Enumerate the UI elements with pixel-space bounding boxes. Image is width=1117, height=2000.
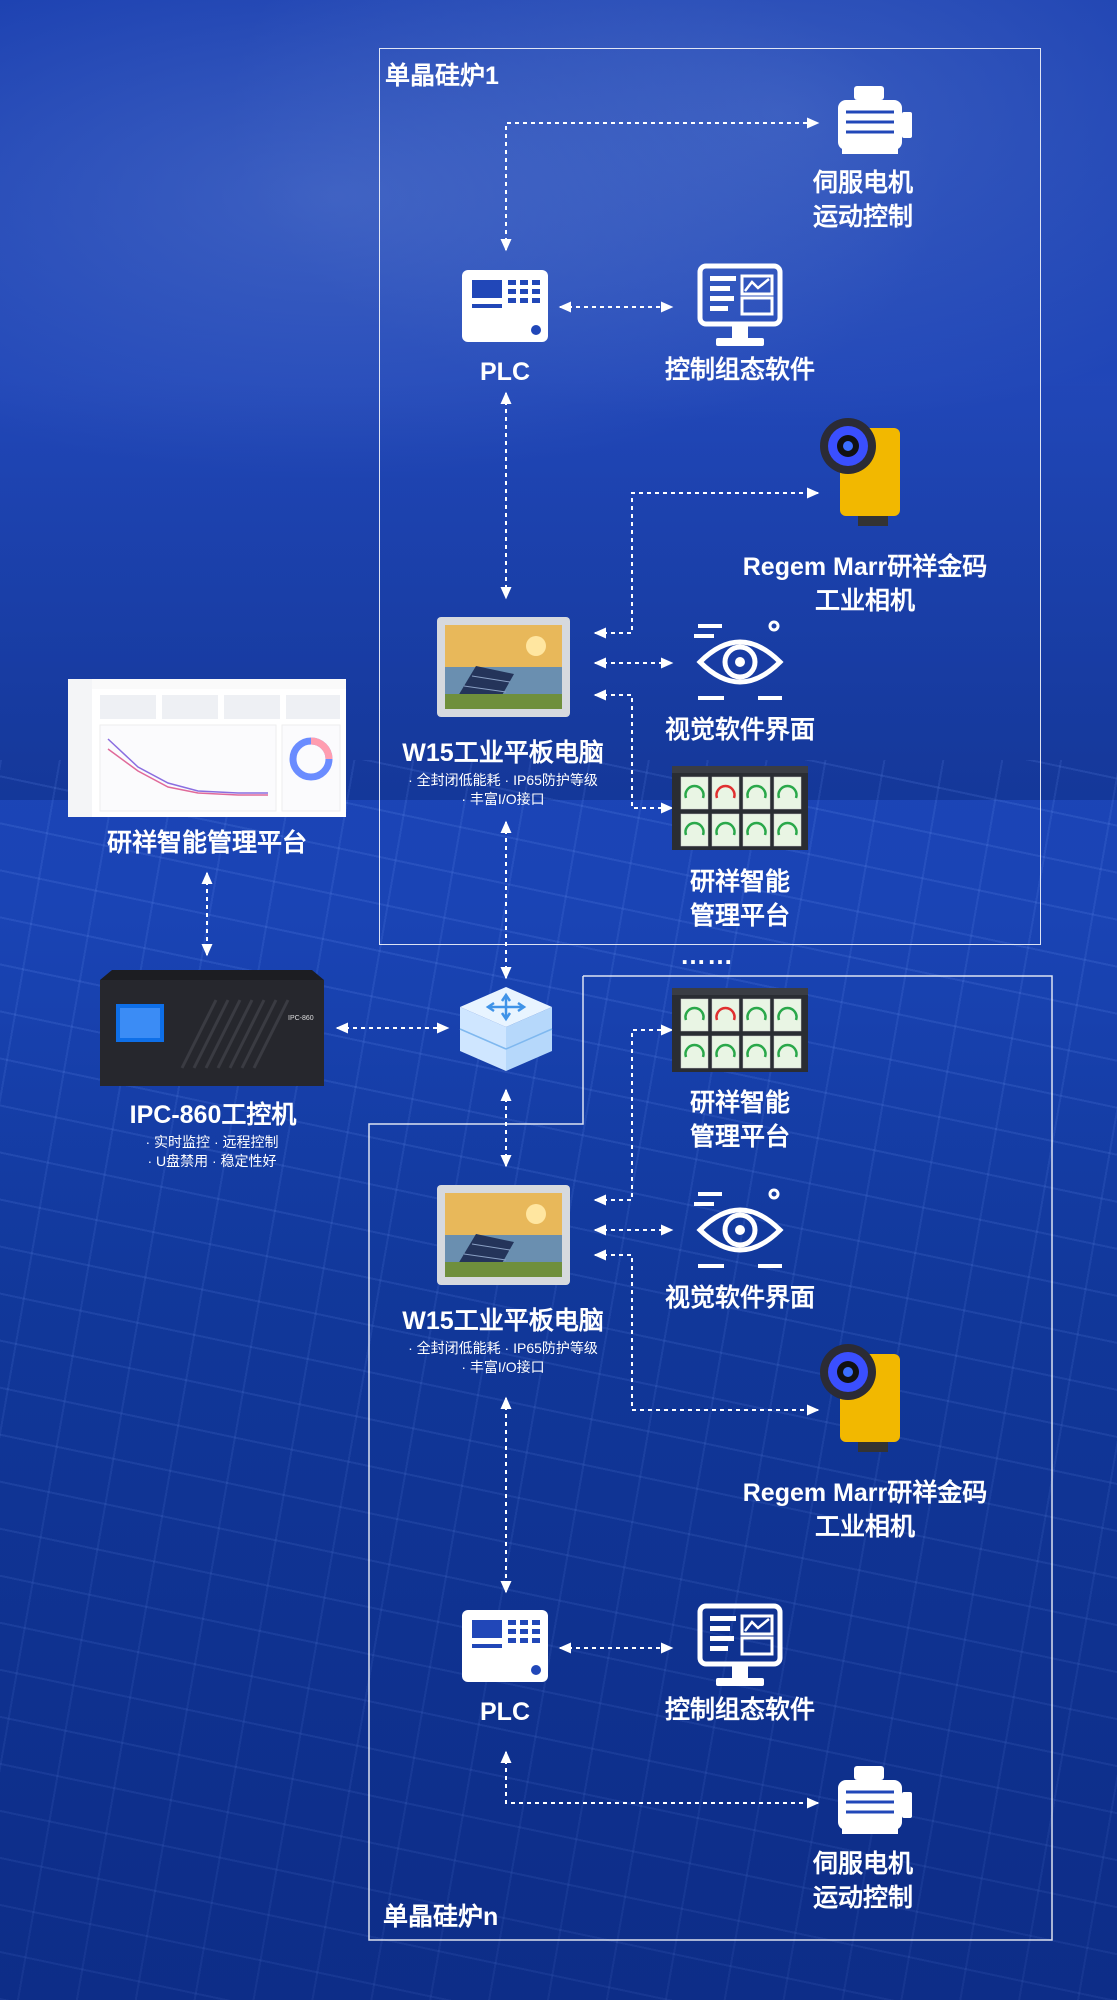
background-shade [0,1000,1117,2000]
zone1-frame [379,48,1041,945]
vision-top-label: 视觉软件界面 [664,716,815,744]
servo-motor-icon [838,1766,912,1834]
gauge-dashboard-icon [672,766,808,850]
platform-screenshot-icon [68,679,346,817]
servo-top-label: 伺服电机 运动控制 [812,169,913,231]
tablet-bottom-desc: · 全封闭低能耗 · IP65防护等级 · 丰富I/O接口 [408,1340,598,1375]
tablet-top-desc: · 全封闭低能耗 · IP65防护等级 · 丰富I/O接口 [408,772,598,807]
industrial-tablet-icon [437,617,570,717]
eye-vision-icon [694,1188,784,1268]
plc-controller-icon [462,1610,548,1682]
servo-motor-icon [838,86,912,154]
zone2-title: 单晶硅炉n [383,1903,499,1931]
ipc-label: IPC-860工控机 [129,1101,297,1129]
gauge-dashboard-icon [672,988,808,1072]
tablet-bottom-label: W15工业平板电脑 [402,1307,604,1335]
servo-bottom-label: 伺服电机 运动控制 [812,1850,913,1912]
plc-top-label: PLC [480,358,530,386]
mgmt-bottom-label: 研祥智能 管理平台 [689,1089,790,1151]
camera-bottom-label: Regem Marr研祥金码 工业相机 [742,1479,988,1541]
tablet-top-label: W15工业平板电脑 [402,739,604,767]
industrial-pc-icon: IPC-860 [100,970,324,1086]
ellipsis: …… [680,940,734,970]
ipc-desc: · 实时监控 · 远程控制 · U盘禁用 · 稳定性好 [145,1134,279,1169]
industrial-camera-icon [820,418,900,526]
vision-bottom-label: 视觉软件界面 [664,1284,815,1312]
industrial-camera-icon [820,1344,900,1452]
scada-top-label: 控制组态软件 [664,356,815,384]
plc-controller-icon [462,270,548,342]
monitor-software-icon [697,263,783,346]
zone1-title: 单晶硅炉1 [385,62,499,90]
ipc-panel-text: IPC-860 [288,1015,314,1022]
scada-bottom-label: 控制组态软件 [664,1696,815,1724]
mgmt-top-label: 研祥智能 管理平台 [689,868,790,930]
mgmt-left-label: 研祥智能管理平台 [106,829,307,857]
monitor-software-icon [697,1603,783,1686]
industrial-tablet-icon [437,1185,570,1285]
camera-top-label: Regem Marr研祥金码 工业相机 [742,553,988,615]
plc-bottom-label: PLC [480,1698,530,1726]
eye-vision-icon [694,620,784,700]
network-switch-icon [459,987,553,1071]
